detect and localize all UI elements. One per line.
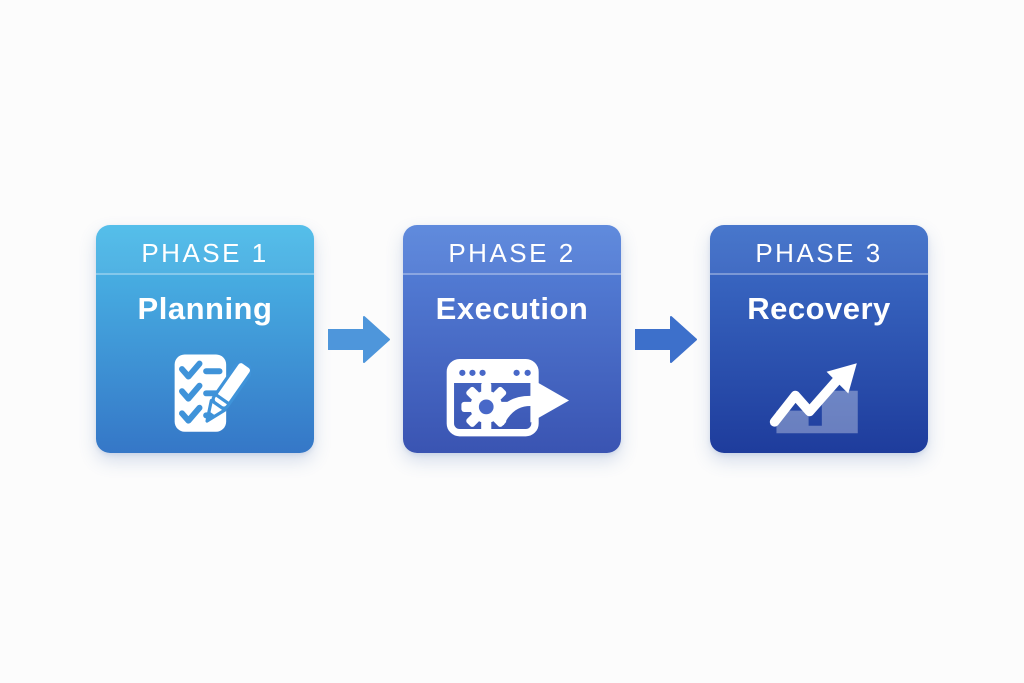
checklist-pencil-icon <box>159 335 251 453</box>
phase-card-planning: PHASE 1 Planning <box>96 225 314 453</box>
phase-3-header: PHASE 3 <box>710 225 928 275</box>
trend-up-arrow-icon <box>767 335 871 453</box>
phase-2-label: PHASE 2 <box>448 237 576 268</box>
phase-2-body: Execution <box>403 275 621 453</box>
phase-2-title: Execution <box>435 291 589 326</box>
phase-1-label: PHASE 1 <box>141 237 269 268</box>
connector-2 <box>621 225 710 453</box>
phase-card-recovery: PHASE 3 Recovery <box>710 225 928 453</box>
phase-2-header: PHASE 2 <box>403 225 621 275</box>
browser-gear-arrow-icon <box>443 335 581 453</box>
phase-3-body: Recovery <box>710 275 928 453</box>
connector-1 <box>314 225 403 453</box>
phase-3-title: Recovery <box>747 291 891 326</box>
phase-1-body: Planning <box>96 275 314 453</box>
process-diagram: PHASE 1 Planning <box>96 225 928 453</box>
phase-3-label: PHASE 3 <box>755 237 883 268</box>
phase-card-execution: PHASE 2 Execution <box>403 225 621 453</box>
phase-1-header: PHASE 1 <box>96 225 314 275</box>
right-arrow-icon <box>634 315 697 363</box>
phase-1-title: Planning <box>137 291 273 326</box>
right-arrow-icon <box>327 315 390 363</box>
